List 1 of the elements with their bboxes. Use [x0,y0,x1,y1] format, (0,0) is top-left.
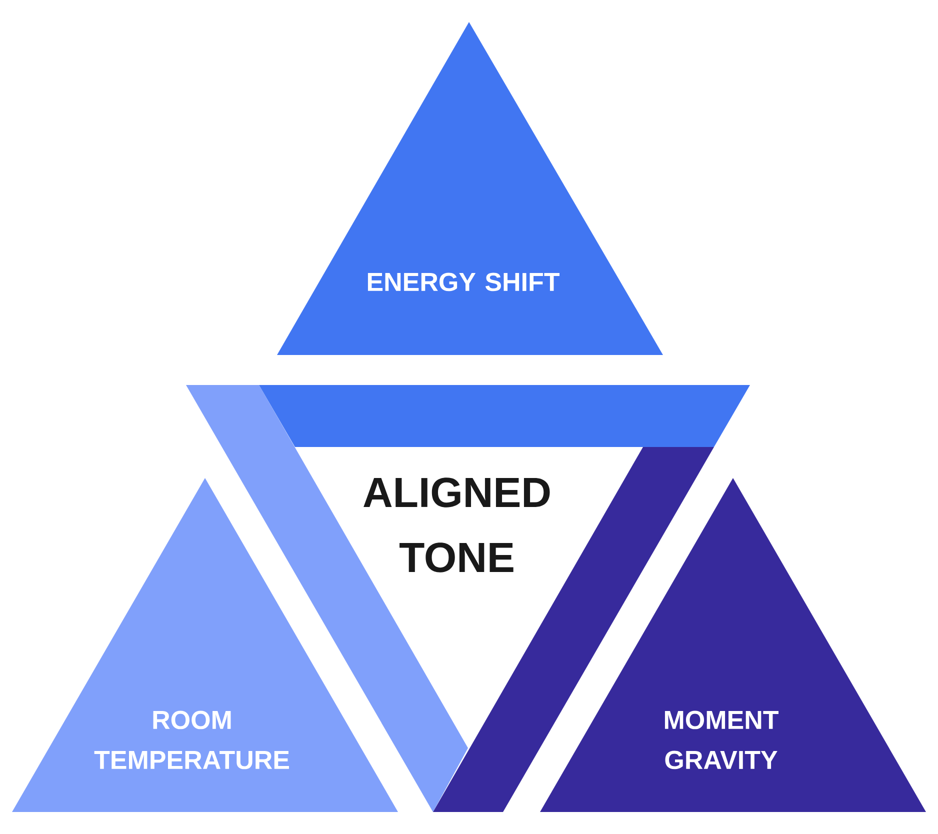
triangle: ENERGY SHIFT [277,22,663,355]
